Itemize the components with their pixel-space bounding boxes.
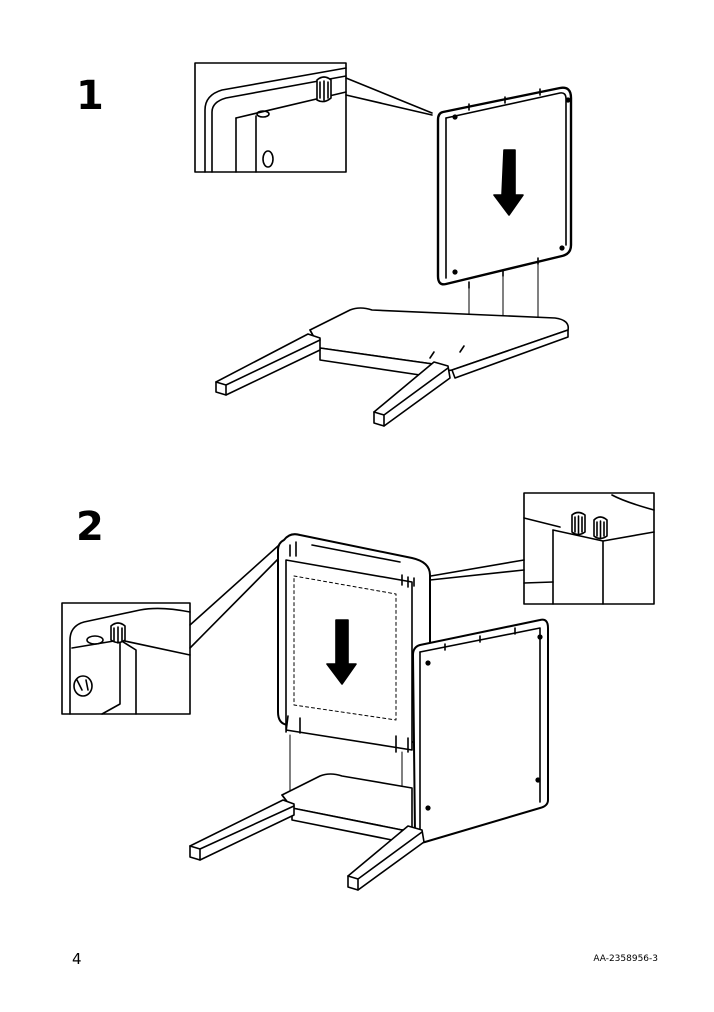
dowel-icon bbox=[571, 511, 586, 536]
chair-leg bbox=[189, 799, 295, 861]
dowel-icon bbox=[316, 76, 332, 103]
step2-detail-view-right bbox=[424, 492, 655, 605]
step2-detail-view-left bbox=[61, 545, 285, 715]
chair-leg bbox=[215, 333, 321, 396]
down-arrow-icon bbox=[326, 619, 357, 685]
chair-leg bbox=[347, 825, 425, 891]
page-number: 4 bbox=[72, 950, 82, 968]
dowel-icon bbox=[593, 516, 608, 540]
document-code: AA-2358956-3 bbox=[593, 954, 658, 964]
down-arrow-icon bbox=[493, 149, 524, 216]
chair-leg bbox=[373, 361, 451, 427]
step-number-1: 1 bbox=[76, 73, 104, 119]
seat-panel bbox=[277, 533, 431, 753]
step1-detail-view bbox=[194, 62, 433, 173]
step-number-2: 2 bbox=[76, 504, 104, 550]
chair-base-frame bbox=[281, 773, 413, 843]
dowel-icon bbox=[110, 622, 126, 644]
backrest-panel bbox=[412, 618, 549, 844]
